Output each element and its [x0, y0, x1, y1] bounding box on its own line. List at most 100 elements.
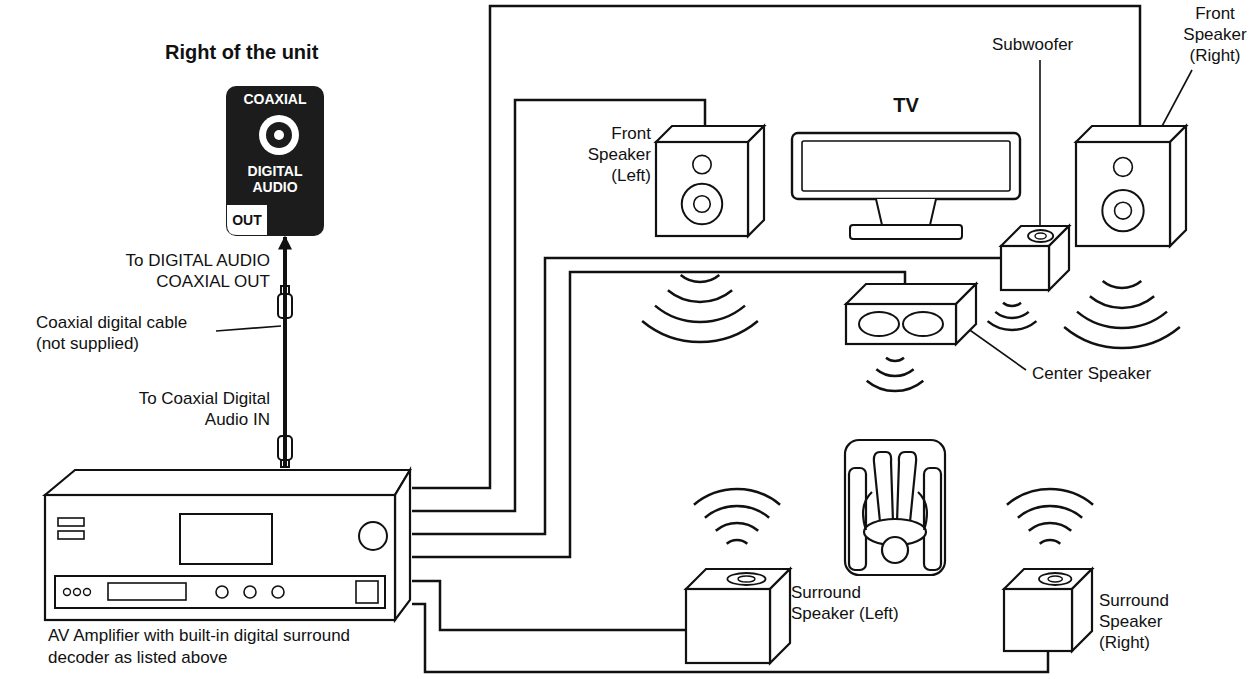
sound-wave [727, 540, 748, 544]
shape-part [802, 141, 1010, 191]
callout-label: To DIGITAL AUDIO COAXIAL OUT [105, 250, 270, 292]
shape-part [1035, 233, 1046, 239]
shape-part [58, 531, 84, 539]
shape-part [876, 199, 936, 225]
front-speaker-left-shape [655, 125, 765, 237]
sound-wave [681, 275, 720, 282]
sound-wave [642, 321, 758, 342]
jack-panel: COAXIALDIGITAL AUDIOOUT [225, 85, 325, 237]
speaker-wire [412, 258, 1000, 534]
shape-part [55, 576, 385, 608]
shape-part [903, 312, 943, 336]
subwoofer-shape [1000, 225, 1070, 291]
shape-part [58, 518, 84, 526]
sound-wave [1003, 303, 1021, 306]
shape-part [272, 586, 284, 598]
shape-part [694, 196, 711, 213]
shape-part [84, 589, 91, 596]
head [882, 537, 908, 563]
shape-part [356, 581, 378, 603]
shape-part [859, 312, 899, 336]
leader-line [1039, 60, 1041, 226]
shape-part [1048, 576, 1062, 582]
leader-line [1160, 70, 1192, 130]
subwoofer: Subwoofer [1000, 225, 1070, 291]
shape-part [850, 225, 962, 239]
surround-speaker-left-shape [685, 568, 791, 664]
shape-part [226, 86, 324, 236]
callout-label: Right of the unit [165, 40, 318, 64]
sound-wave [668, 290, 732, 302]
sound-wave [1029, 523, 1071, 531]
speaker-wire [412, 272, 905, 557]
sound-wave [694, 489, 780, 505]
coaxial-cable [283, 237, 287, 468]
shape-part [244, 586, 256, 598]
shape-part [956, 284, 976, 344]
shape-part [274, 130, 284, 140]
shape-part [748, 126, 764, 236]
sound-wave [1077, 312, 1167, 328]
tv-shape [790, 125, 1022, 243]
shape-part [1115, 202, 1132, 219]
surround-speaker-right: Surround Speaker (Right) [1003, 568, 1093, 652]
node-label: COAXIAL [225, 91, 325, 107]
surround-speaker-right-shape [1003, 568, 1093, 652]
speaker-wire [412, 6, 1140, 488]
shape-part [1076, 126, 1186, 142]
shape-part [259, 115, 299, 155]
node-label: DIGITAL AUDIO [235, 163, 315, 195]
av-amplifier: AV Amplifier with built-in digital surro… [40, 468, 412, 677]
center-speaker-shape [845, 283, 977, 345]
node-label: Subwoofer [992, 34, 1073, 55]
shape-part [656, 126, 764, 142]
shape-part [1004, 589, 1072, 651]
shape-part [738, 576, 755, 582]
shape-part [1170, 126, 1186, 246]
shape-part [682, 184, 722, 224]
node-label: Front Speaker (Right) [1179, 3, 1251, 66]
sound-wave [1007, 489, 1093, 505]
shape-part [1114, 158, 1133, 177]
arms [863, 492, 927, 530]
shape-part [770, 569, 790, 663]
shape-part [656, 142, 748, 236]
shape-part [846, 304, 956, 344]
av-amplifier-shape [40, 468, 412, 677]
node-label: Center Speaker [1032, 363, 1151, 384]
callout-label: To Coaxial Digital Audio IN [136, 388, 270, 430]
node-label: Front Speaker (Left) [583, 123, 651, 186]
shape-part [1001, 246, 1049, 290]
shape-part [64, 589, 71, 596]
shape-part [266, 122, 292, 148]
sound-wave [988, 321, 1037, 330]
sound-wave [1018, 506, 1082, 518]
tv: TV [790, 125, 1022, 243]
node-label: Surround Speaker (Right) [1099, 590, 1183, 653]
shape-part [686, 589, 770, 663]
sound-wave [655, 306, 745, 322]
sound-wave [867, 381, 924, 391]
shape-part [359, 522, 387, 550]
listener-figure [845, 440, 945, 575]
shape-part [693, 155, 711, 173]
leg [874, 452, 893, 522]
center-speaker: Center Speaker [845, 283, 977, 345]
sound-wave [1064, 327, 1180, 348]
sound-wave [886, 358, 904, 361]
surround-speaker-left: Surround Speaker (Left) [685, 568, 791, 664]
shape-part [1102, 190, 1143, 231]
speaker-wire [412, 581, 685, 630]
front-speaker-right: Front Speaker (Right) [1075, 125, 1187, 247]
shape-part [1039, 573, 1071, 585]
shape-part [846, 284, 976, 304]
shape-part [1028, 230, 1053, 242]
shape-part [1076, 142, 1170, 246]
node-label: TV [790, 93, 1022, 117]
shape-part [45, 470, 410, 495]
shape-part [792, 133, 1020, 199]
leg [897, 452, 916, 522]
sound-wave [705, 506, 769, 518]
